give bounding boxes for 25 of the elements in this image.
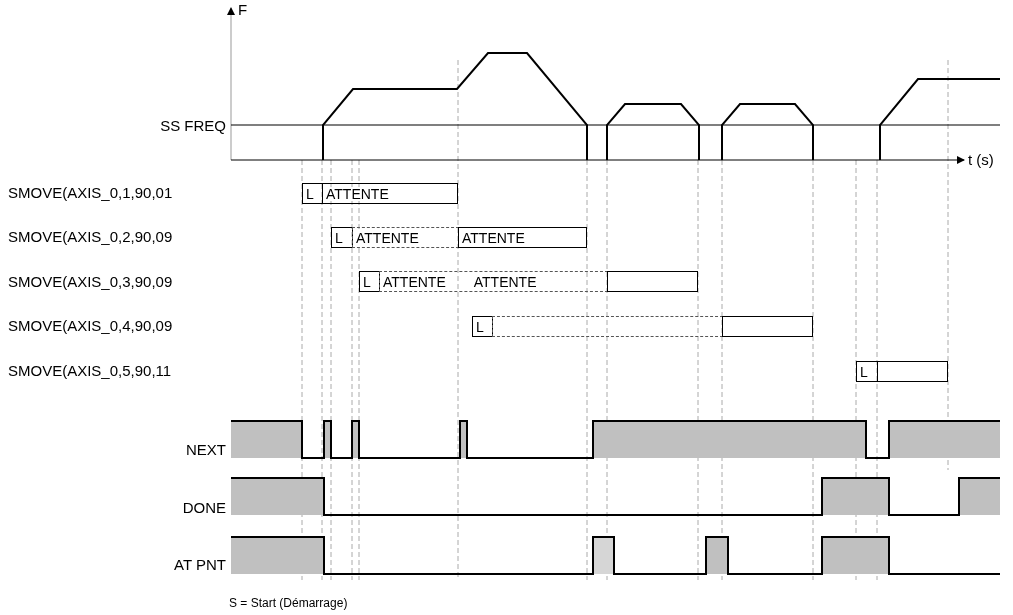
empty-state-box (877, 361, 948, 382)
command-label: SMOVE(AXIS_0,1,90,01 (8, 184, 173, 202)
state-box: L (856, 361, 878, 382)
empty-state-box (492, 316, 723, 337)
axis-label: F (238, 1, 248, 19)
empty-state-box (722, 316, 813, 337)
axis-label: t (s) (968, 151, 994, 169)
signal-label: AT PNT (174, 556, 226, 574)
command-label: SMOVE(AXIS_0,2,90,09 (8, 228, 173, 246)
command-label: SMOVE(AXIS_0,4,90,09 (8, 317, 173, 335)
axis-label: SS FREQ (160, 117, 226, 135)
signal-label: DONE (182, 499, 226, 517)
signal-label: NEXT (186, 441, 226, 459)
state-box: ATTENTE (352, 227, 459, 248)
state-box: ATTENTE (322, 183, 458, 204)
state-box: ATTENTE ATTENTE (379, 271, 608, 292)
state-box: L (331, 227, 353, 248)
empty-state-box (607, 271, 698, 292)
command-label: SMOVE(AXIS_0,5,90,11 (8, 362, 172, 380)
state-box: ATTENTE (458, 227, 587, 248)
state-box: L (472, 316, 493, 337)
command-label: SMOVE(AXIS_0,3,90,09 (8, 273, 173, 291)
note: S = Start (Démarrage) (229, 595, 348, 612)
state-box: L (359, 271, 380, 292)
state-box: L (302, 183, 323, 204)
